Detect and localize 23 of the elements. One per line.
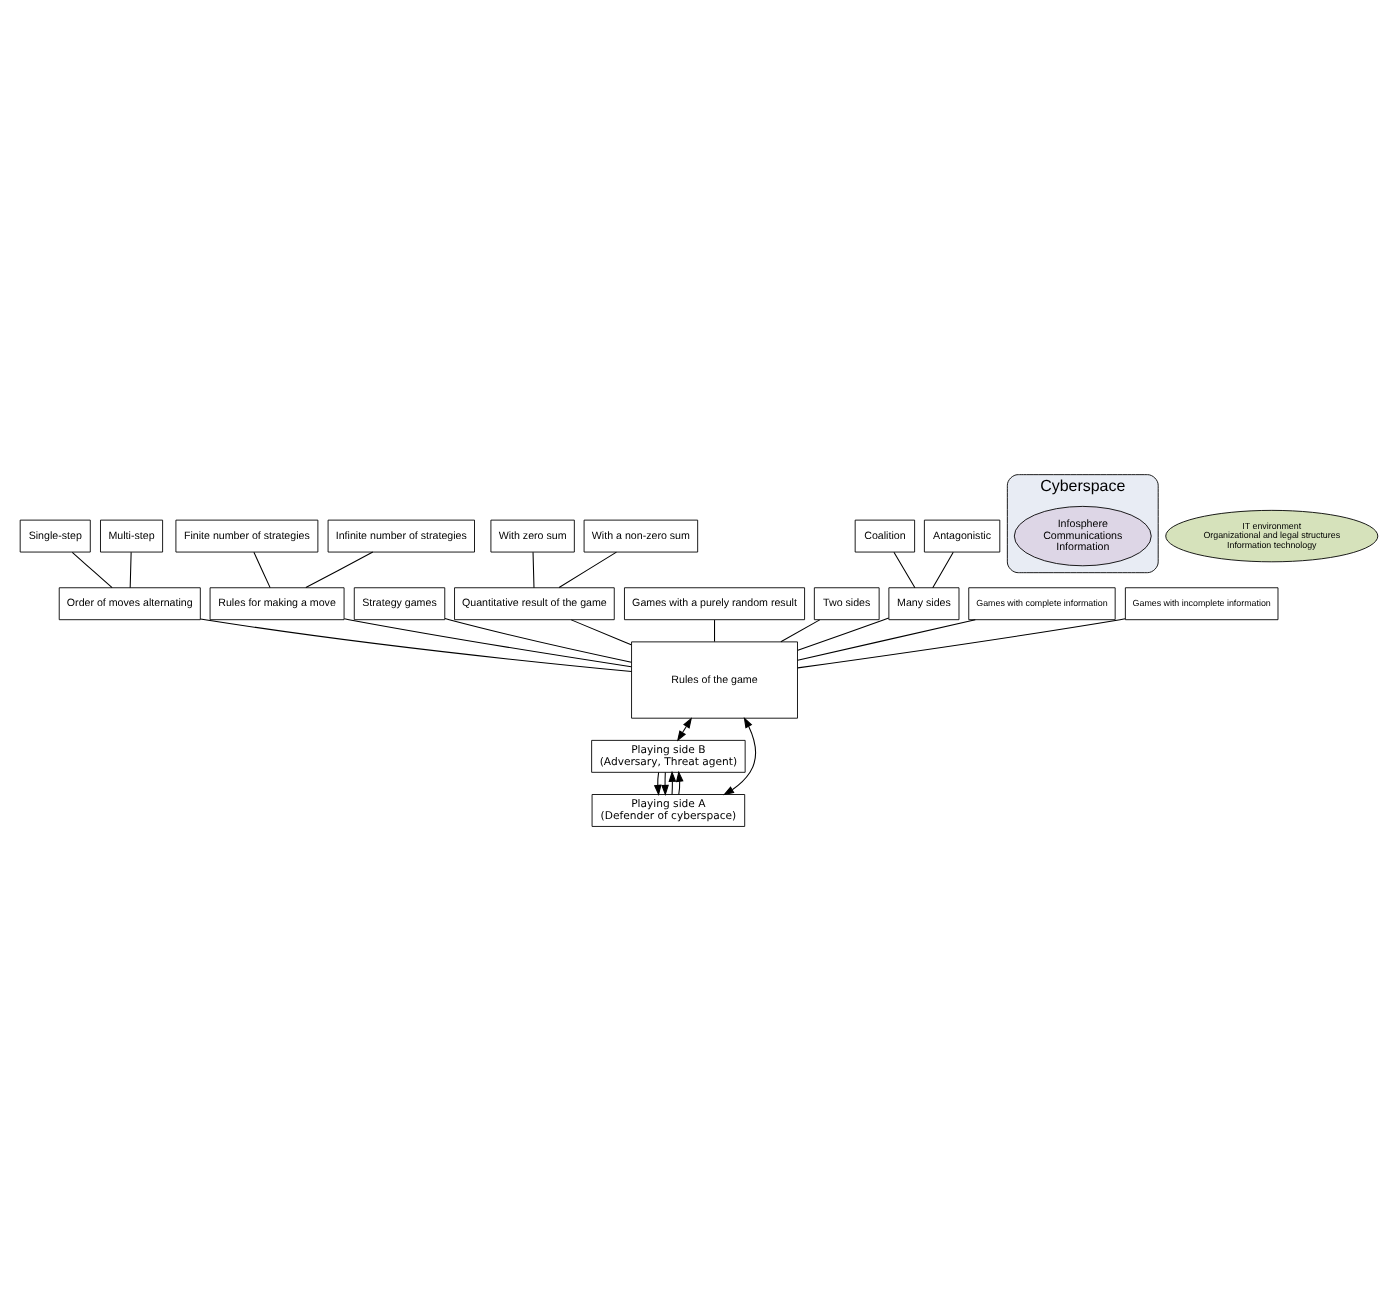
- connector: [893, 550, 916, 588]
- arrow: [676, 716, 693, 741]
- connector: [932, 550, 954, 588]
- connector: [714, 618, 716, 642]
- connector: [780, 618, 821, 642]
- arrow: [675, 769, 684, 794]
- connector: [199, 617, 633, 672]
- connector: [797, 616, 890, 650]
- arrow: [723, 715, 757, 795]
- arrow: [668, 769, 677, 794]
- connector: [570, 618, 632, 645]
- connector: [305, 550, 374, 588]
- connector: [253, 550, 271, 588]
- connector: [444, 617, 632, 662]
- arrow: [653, 770, 662, 795]
- connector: [797, 617, 1126, 668]
- connector: [71, 550, 113, 588]
- arrow: [661, 770, 669, 795]
- connector: [129, 550, 132, 588]
- connector: [343, 617, 632, 667]
- connector: [532, 550, 535, 588]
- connector: [558, 550, 617, 588]
- connector: [797, 618, 976, 660]
